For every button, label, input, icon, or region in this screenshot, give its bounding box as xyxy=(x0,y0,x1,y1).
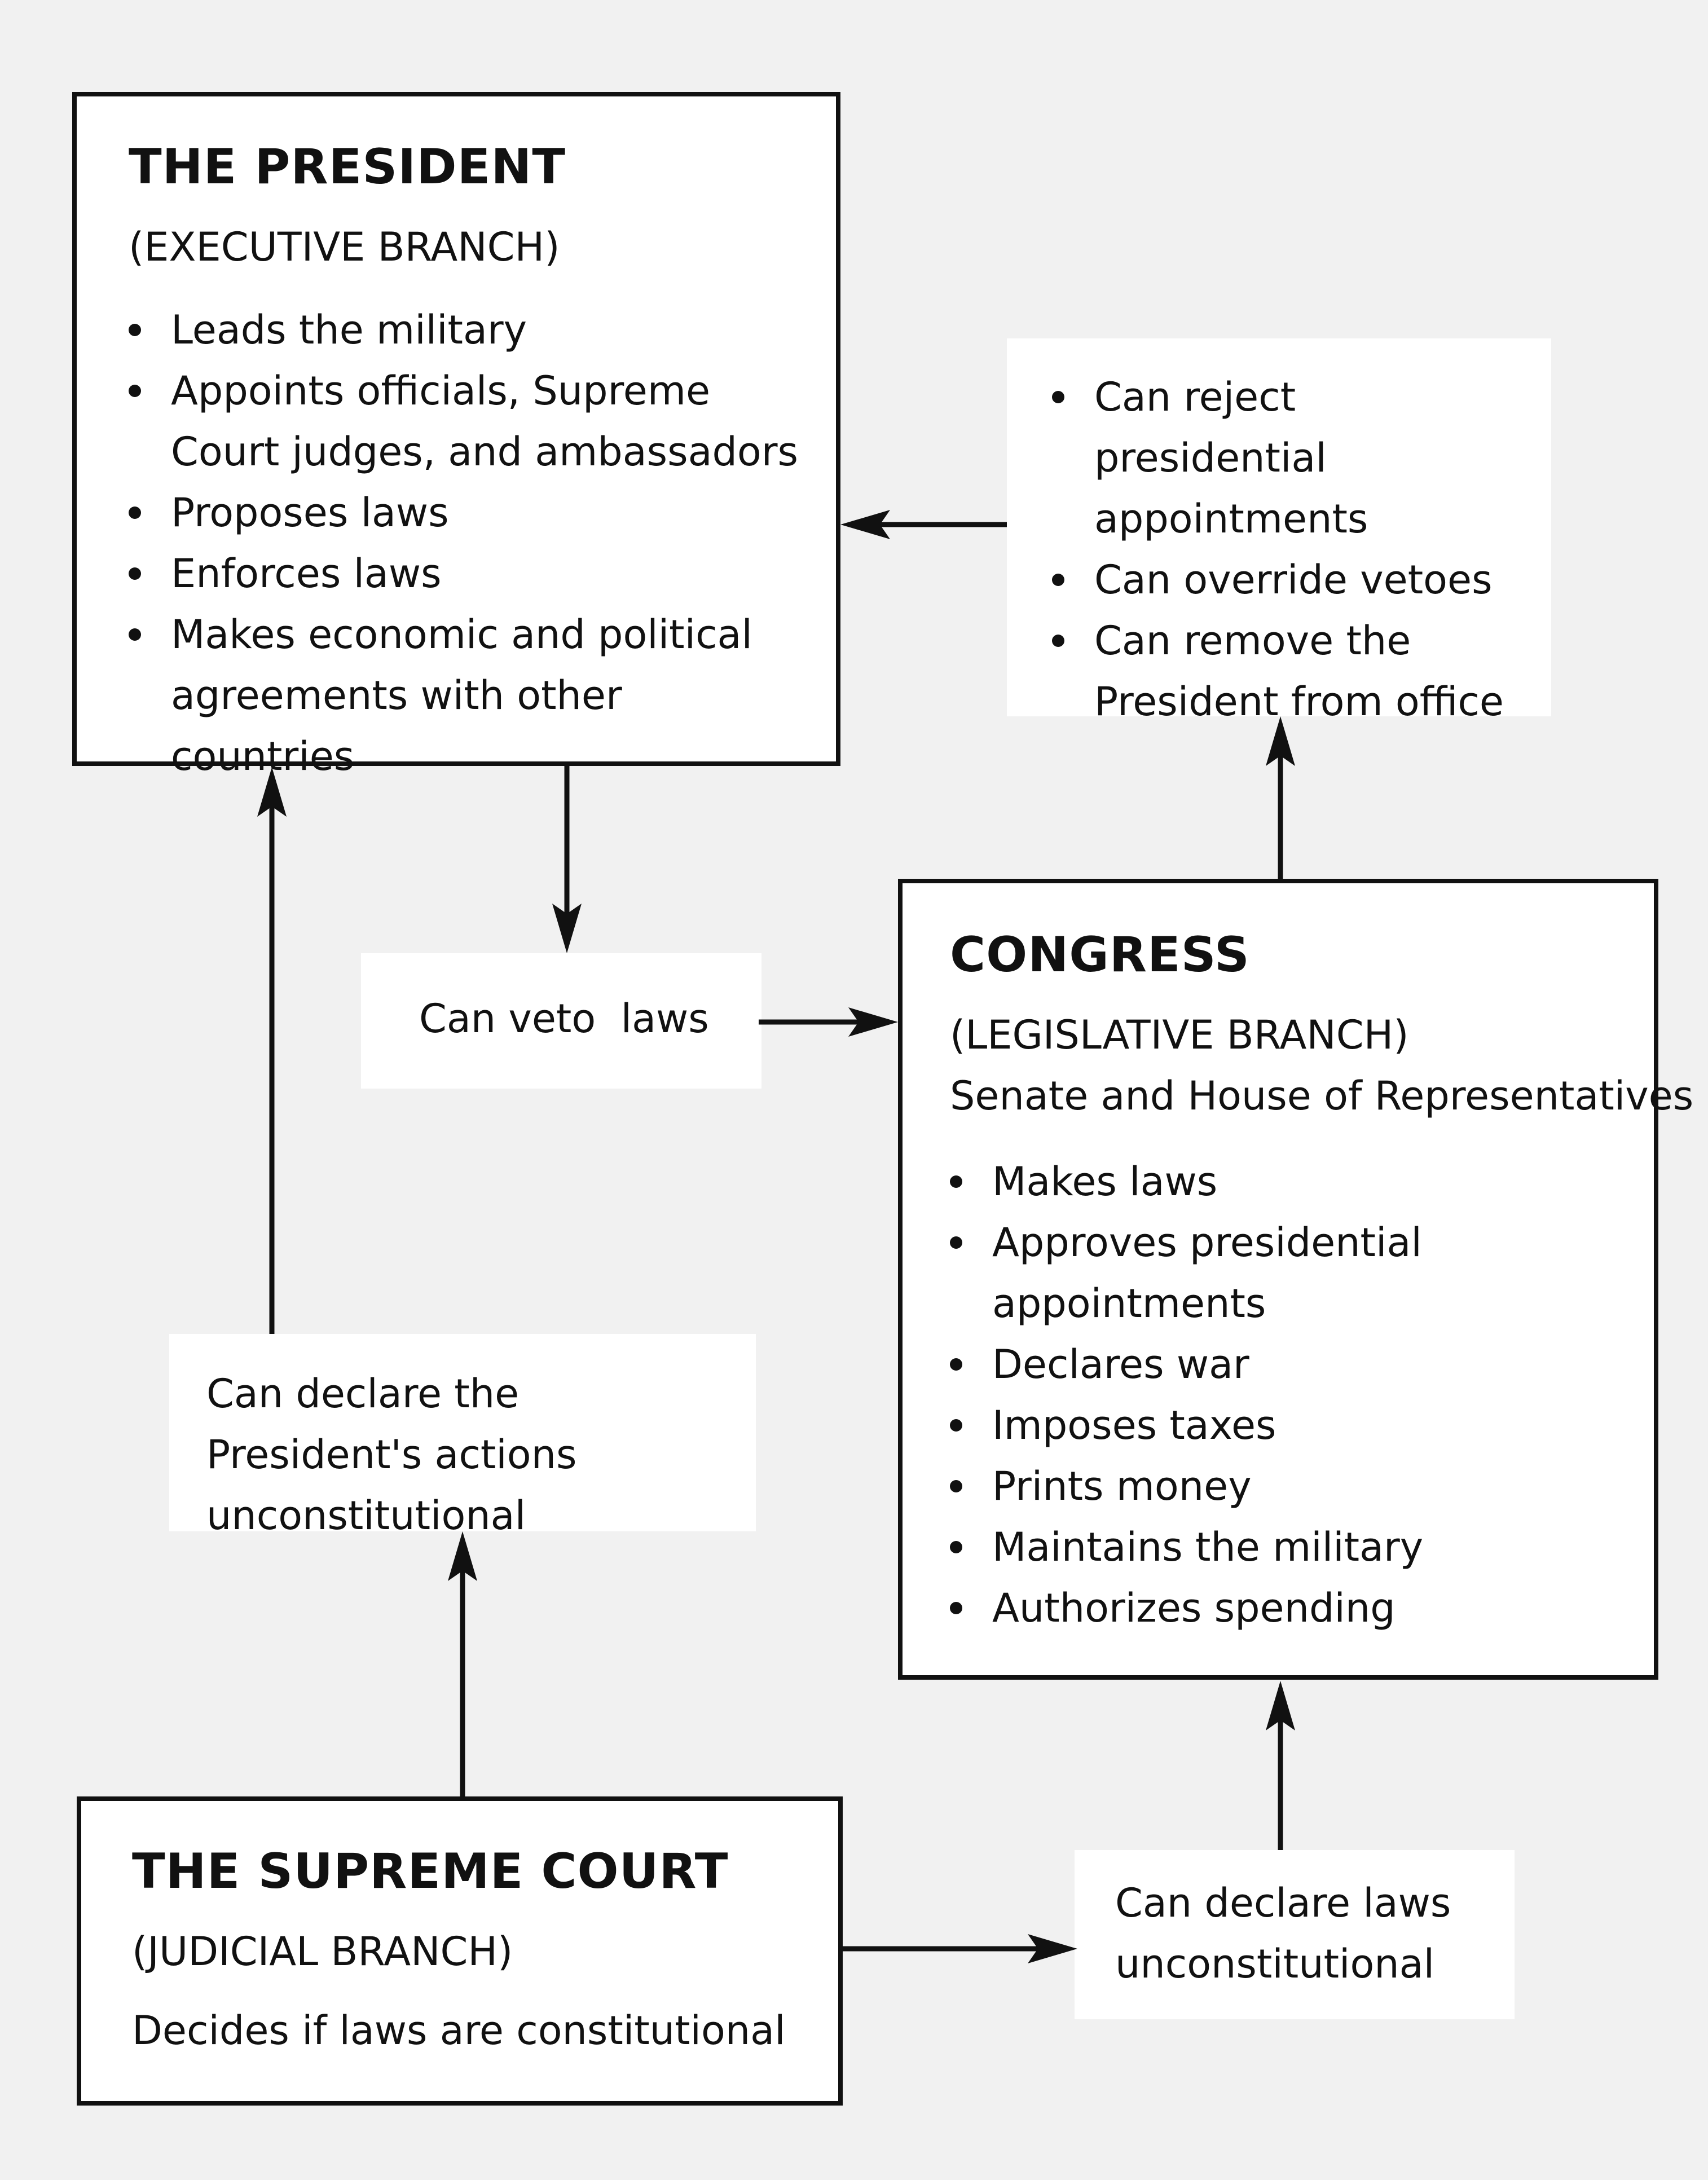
congress-powers-list: Makes laws Approves presidential appoint… xyxy=(950,1151,1627,1639)
list-item: Leads the military xyxy=(129,300,805,360)
list-item: Can override vetoes xyxy=(1052,549,1537,610)
list-item: Declares war xyxy=(950,1334,1627,1395)
list-item: Imposes taxes xyxy=(950,1395,1627,1456)
supreme-court-box: THE SUPREME COURT (JUDICIAL BRANCH) Deci… xyxy=(77,1796,843,2106)
list-item: Maintains the military xyxy=(950,1517,1627,1578)
list-item: Appoints officials, Supreme Court judges… xyxy=(129,360,805,482)
list-item: Makes economic and political agreements … xyxy=(129,604,805,787)
president-title: THE PRESIDENT xyxy=(129,139,566,195)
list-item: Authorizes spending xyxy=(950,1578,1627,1639)
list-item: Can reject presidential appointments xyxy=(1052,367,1537,549)
veto-panel: Can veto laws xyxy=(361,953,761,1089)
president-branch: (EXECUTIVE BRANCH) xyxy=(129,224,560,270)
list-item: Prints money xyxy=(950,1456,1627,1517)
list-item: Proposes laws xyxy=(129,482,805,543)
congress-title: CONGRESS xyxy=(950,927,1250,983)
court-checks-president-panel: Can declare the President's actions unco… xyxy=(169,1334,756,1539)
president-powers-list: Leads the military Appoints officials, S… xyxy=(129,300,805,787)
court-title: THE SUPREME COURT xyxy=(132,1843,729,1900)
arrow-from-president-down xyxy=(552,766,582,953)
arrow-from-congress-up xyxy=(1266,716,1295,879)
arrow-to-president-from-congress-checks xyxy=(840,510,1007,539)
court-description: Decides if laws are constitutional xyxy=(132,2007,786,2054)
court-branch: (JUDICIAL BRANCH) xyxy=(132,1928,513,1975)
congress-checks-list: Can reject presidential appointments Can… xyxy=(1052,367,1537,732)
court-on-congress-note: Can declare laws unconstitutional xyxy=(1115,1880,1451,1987)
congress-branch: (LEGISLATIVE BRANCH) xyxy=(950,1012,1409,1058)
congress-box: CONGRESS (LEGISLATIVE BRANCH) Senate and… xyxy=(898,879,1693,1680)
court-checks-congress-panel: Can declare laws unconstitutional xyxy=(1075,1850,1515,2019)
court-on-president-note: Can declare the President's actions unco… xyxy=(206,1371,577,1539)
list-item: Approves presidential appointments xyxy=(950,1212,1432,1334)
congress-checks-president-panel: Can reject presidential appointments Can… xyxy=(1007,338,1551,725)
veto-note: Can veto laws xyxy=(419,996,709,1042)
list-item: Makes laws xyxy=(950,1151,1627,1212)
president-box: THE PRESIDENT (EXECUTIVE BRANCH) Leads t… xyxy=(72,92,840,779)
congress-subtitle: Senate and House of Representatives xyxy=(950,1073,1694,1119)
arrow-from-court-right xyxy=(843,1934,1077,1963)
arrow-veto-to-congress xyxy=(759,1007,898,1037)
list-item: Can remove the President from office xyxy=(1052,610,1537,732)
list-item: Enforces laws xyxy=(129,543,805,604)
arrow-to-president-from-court-checks xyxy=(257,767,287,1334)
arrow-to-congress-from-court-checks xyxy=(1266,1681,1295,1850)
arrow-from-court-up xyxy=(448,1531,477,1796)
